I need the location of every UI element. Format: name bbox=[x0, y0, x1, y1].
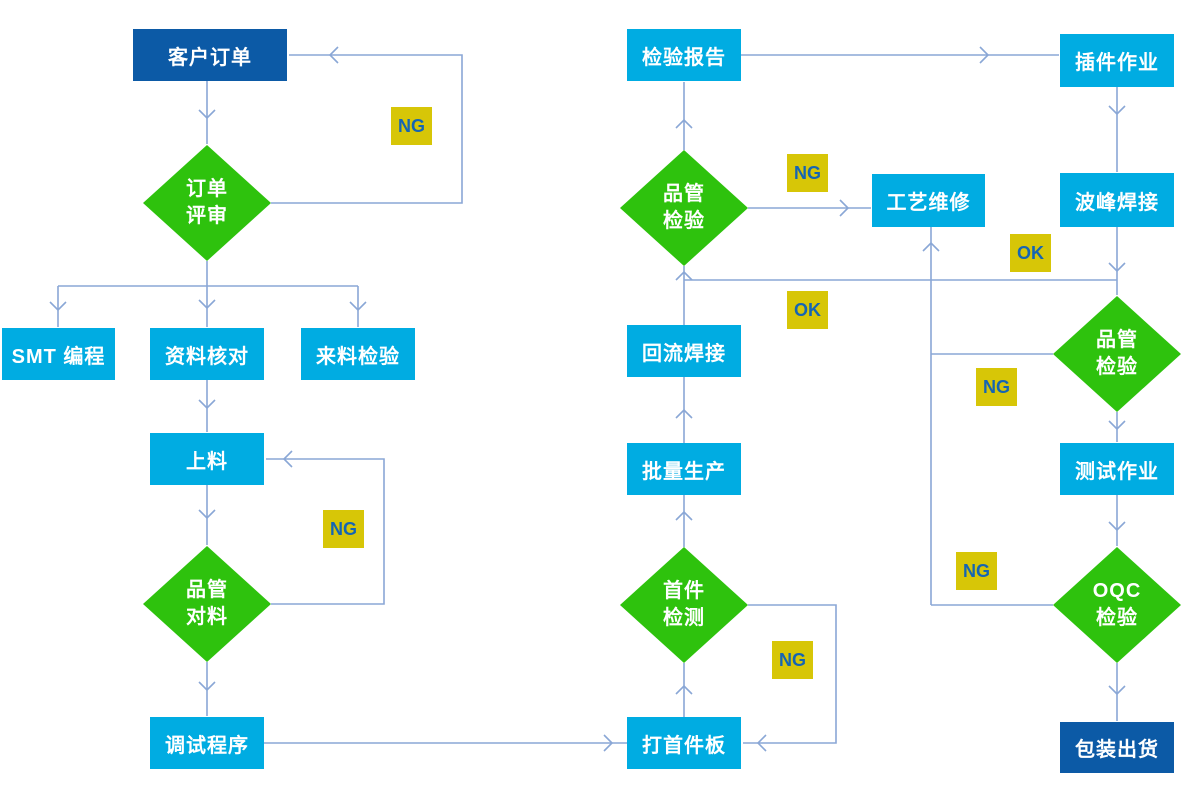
node-wave-soldering: 波峰焊接 bbox=[1060, 173, 1174, 227]
node-label: 来料检验 bbox=[316, 345, 400, 368]
node-reflow-soldering: 回流焊接 bbox=[627, 325, 741, 377]
node-label-line2: 检验 bbox=[1096, 356, 1138, 378]
node-label-line2: 对料 bbox=[186, 606, 228, 628]
node-mass-production: 批量生产 bbox=[627, 443, 741, 495]
node-label-line1: 品管 bbox=[186, 579, 228, 601]
node-label-line2: 检验 bbox=[663, 210, 705, 232]
node-customer-order: 客户订单 bbox=[133, 29, 287, 81]
edge-first-article-ng-loop bbox=[743, 604, 837, 744]
node-material-loading: 上料 bbox=[150, 433, 264, 485]
label-ok-reflow: OK bbox=[787, 291, 828, 329]
node-label: 客户订单 bbox=[168, 46, 252, 69]
node-label-line2: 检测 bbox=[663, 607, 705, 629]
node-component-insertion: 插件作业 bbox=[1060, 34, 1174, 87]
node-label-line1: 订单 bbox=[186, 178, 228, 200]
node-label: 测试作业 bbox=[1075, 460, 1159, 483]
node-label-line1: 品管 bbox=[1096, 329, 1138, 351]
node-label: 调试程序 bbox=[165, 734, 249, 757]
edge-order-review-ng-loop bbox=[271, 54, 463, 204]
node-label: SMT 编程 bbox=[11, 345, 106, 368]
edge-qc-material-ng-loop bbox=[266, 458, 385, 605]
node-label: 工艺维修 bbox=[886, 192, 971, 214]
label-ng-first-article: NG bbox=[772, 641, 813, 679]
node-incoming-inspection: 来料检验 bbox=[301, 328, 415, 380]
node-smt-programming: SMT 编程 bbox=[2, 328, 115, 380]
node-label: 检验报告 bbox=[642, 46, 726, 69]
node-inspection-report: 检验报告 bbox=[627, 29, 741, 81]
node-program-debugging: 调试程序 bbox=[150, 717, 264, 769]
node-label: 打首件板 bbox=[642, 734, 726, 757]
node-label-line1: 首件 bbox=[663, 580, 705, 602]
node-testing: 测试作业 bbox=[1060, 443, 1174, 495]
node-label-line2: 评审 bbox=[186, 205, 228, 227]
node-data-check: 资料核对 bbox=[150, 328, 264, 380]
node-label: 波峰焊接 bbox=[1075, 191, 1159, 214]
label-ng-qc-smt: NG bbox=[787, 154, 828, 192]
node-label: 包装出货 bbox=[1075, 739, 1159, 761]
label-ng-qc-material: NG bbox=[323, 510, 364, 548]
node-label: 上料 bbox=[186, 450, 228, 473]
label-ng-order-review: NG bbox=[391, 107, 432, 145]
node-label-line1: 品管 bbox=[663, 183, 705, 205]
node-label-line2: 检验 bbox=[1096, 607, 1138, 629]
node-label-line1: OQC bbox=[1092, 580, 1142, 602]
node-packing-shipment: 包装出货 bbox=[1060, 722, 1174, 773]
node-process-repair: 工艺维修 bbox=[872, 174, 985, 227]
node-label: 插件作业 bbox=[1075, 52, 1159, 74]
edge-ng-to-repair bbox=[930, 227, 1053, 606]
node-first-board-build: 打首件板 bbox=[627, 717, 741, 769]
node-label: 资料核对 bbox=[165, 345, 249, 368]
label-ok-wave: OK bbox=[1010, 234, 1051, 272]
label-ng-oqc: NG bbox=[956, 552, 997, 590]
arrowheads bbox=[49, 46, 1126, 752]
node-label: 批量生产 bbox=[642, 460, 726, 483]
node-label: 回流焊接 bbox=[642, 342, 726, 365]
label-ng-qc-wave: NG bbox=[976, 368, 1017, 406]
